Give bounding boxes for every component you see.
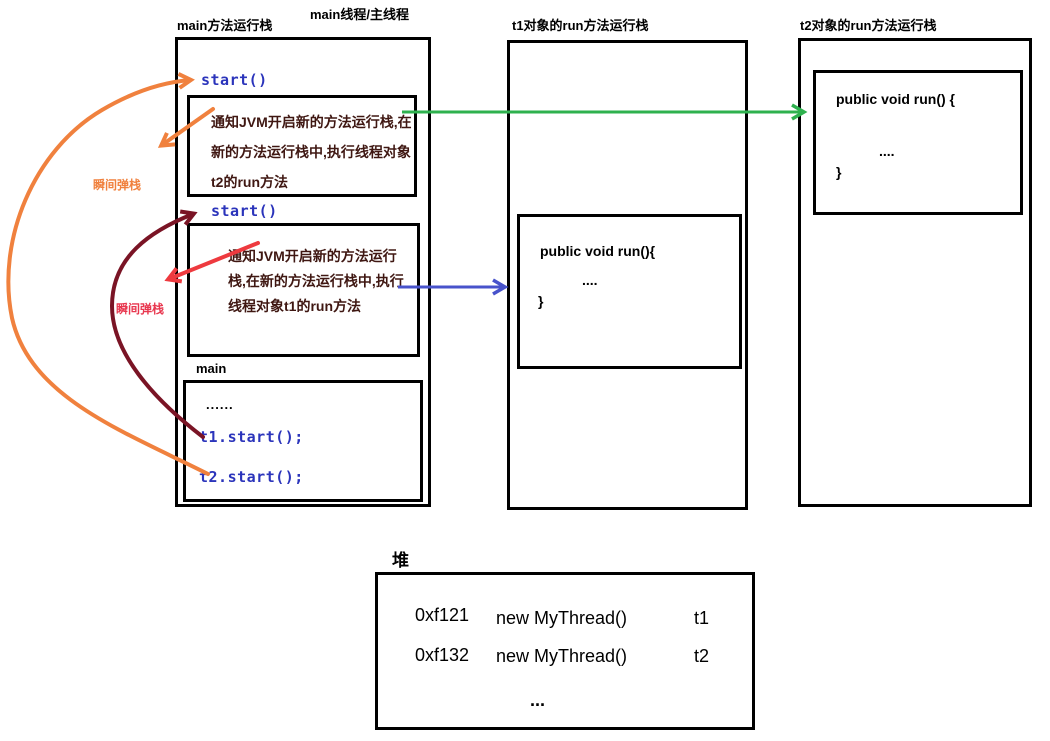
t1-run-frame-box: public void run(){ .... } — [517, 214, 742, 369]
heap-address: 0xf121 — [415, 605, 470, 625]
t2-run-signature: public void run() { — [836, 91, 955, 107]
notify-jvm-t1-box: 通知JVM开启新的方法运行 栈,在新的方法运行栈中,执行 线程对象t1的run方… — [187, 223, 420, 357]
main-frame-label: main — [196, 361, 227, 376]
note-line: t2的run方法 — [211, 174, 288, 190]
t2-run-close-brace: } — [836, 164, 842, 180]
pop-stack-label-orange: 瞬间弹栈 — [93, 178, 142, 192]
note-line: 新的方法运行栈中,执行线程对象 — [211, 144, 411, 160]
t1-run-close-brace: } — [538, 293, 544, 309]
main-thread-title: main线程/主线程 — [310, 7, 409, 22]
main-code-box: ...... t1.start(); t2.start(); — [183, 380, 423, 502]
notify-jvm-t1-text: 通知JVM开启新的方法运行 栈,在新的方法运行栈中,执行 线程对象t1的run方… — [228, 244, 404, 319]
heap-box: 0xf121 new MyThread() t1 0xf132 new MyTh… — [375, 572, 755, 730]
heap-row: 0xf121 new MyThread() t1 — [378, 605, 752, 631]
note-line: 通知JVM开启新的方法运行 — [228, 248, 397, 264]
start-call-t1: start() — [211, 202, 278, 220]
t2-start-call: t2.start(); — [199, 468, 304, 486]
heap-ref: t2 — [694, 646, 710, 666]
main-stack-title: main方法运行栈 — [177, 18, 273, 33]
heap-row: 0xf132 new MyThread() t2 — [378, 645, 752, 671]
note-line: 栈,在新的方法运行栈中,执行 — [228, 273, 404, 289]
note-line: 线程对象t1的run方法 — [228, 298, 361, 314]
heap-object: new MyThread() — [496, 646, 628, 666]
note-line: 通知JVM开启新的方法运行栈,在 — [211, 114, 412, 130]
start-call-t2: start() — [201, 71, 268, 89]
notify-jvm-t2-text: 通知JVM开启新的方法运行栈,在 新的方法运行栈中,执行线程对象 t2的run方… — [211, 107, 412, 197]
heap-ellipsis: ... — [530, 690, 546, 710]
t2-run-frame-box: public void run() { .... } — [813, 70, 1023, 215]
notify-jvm-t2-box: 通知JVM开启新的方法运行栈,在 新的方法运行栈中,执行线程对象 t2的run方… — [187, 95, 417, 197]
t2-run-body-ellipsis: .... — [879, 143, 895, 159]
t2-stack-title: t2对象的run方法运行栈 — [800, 18, 937, 33]
heap-ref: t1 — [694, 608, 710, 628]
t1-stack-box — [507, 40, 748, 510]
pop-stack-label-red: 瞬间弹栈 — [116, 302, 165, 316]
heap-address: 0xf132 — [415, 645, 470, 665]
t1-stack-title: t1对象的run方法运行栈 — [512, 18, 649, 33]
t1-start-call: t1.start(); — [199, 428, 304, 446]
code-ellipsis: ...... — [206, 397, 234, 412]
heap-object: new MyThread() — [496, 608, 628, 628]
heap-title: 堆 — [392, 551, 409, 570]
t1-run-body-ellipsis: .... — [582, 272, 598, 288]
t1-run-signature: public void run(){ — [540, 243, 656, 259]
t2-stack-box — [798, 38, 1032, 507]
